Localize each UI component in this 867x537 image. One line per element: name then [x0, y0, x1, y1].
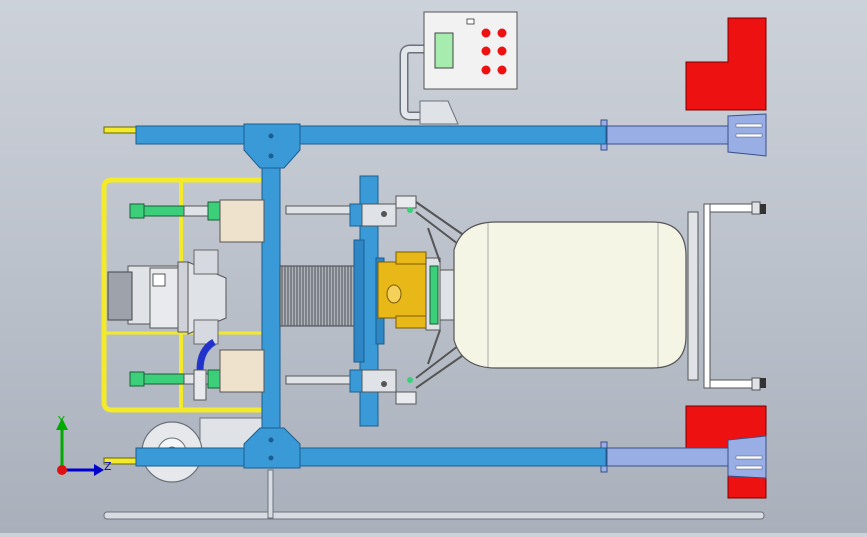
rail-extension-top [600, 113, 767, 157]
drive-housing [107, 249, 227, 345]
panel-display [434, 32, 454, 69]
panel-button [497, 65, 507, 75]
gold-flange [377, 251, 455, 331]
warning-label-icon [466, 18, 475, 25]
panel-button [481, 46, 491, 56]
coordinate-axes-icon: Y Z [56, 414, 112, 476]
pressure-tank [453, 221, 687, 369]
panel-button [497, 28, 507, 38]
bellows [279, 265, 365, 327]
axis-z-label: Z [104, 460, 112, 473]
panel-button [481, 28, 491, 38]
main-rail-bottom [135, 447, 607, 467]
rail-tip-top [103, 126, 139, 134]
clamp-block-bottom [285, 369, 417, 405]
tail-bracket [687, 201, 766, 391]
rail-extension-bottom [600, 435, 767, 479]
green-cylinder-top [129, 199, 265, 243]
panel-button [497, 46, 507, 56]
main-rail-top [135, 125, 607, 145]
axis-y-label: Y [57, 414, 65, 427]
blue-hose [196, 338, 216, 371]
bottom-support-bar [103, 469, 765, 520]
clamp-block-top [285, 195, 417, 227]
panel-button [481, 65, 491, 75]
tank-struts [415, 201, 463, 389]
main-column [243, 123, 301, 469]
control-panel[interactable] [423, 11, 518, 90]
panel-buttons [481, 28, 507, 75]
counterweight-top [685, 17, 767, 111]
control-conduit [399, 44, 459, 125]
